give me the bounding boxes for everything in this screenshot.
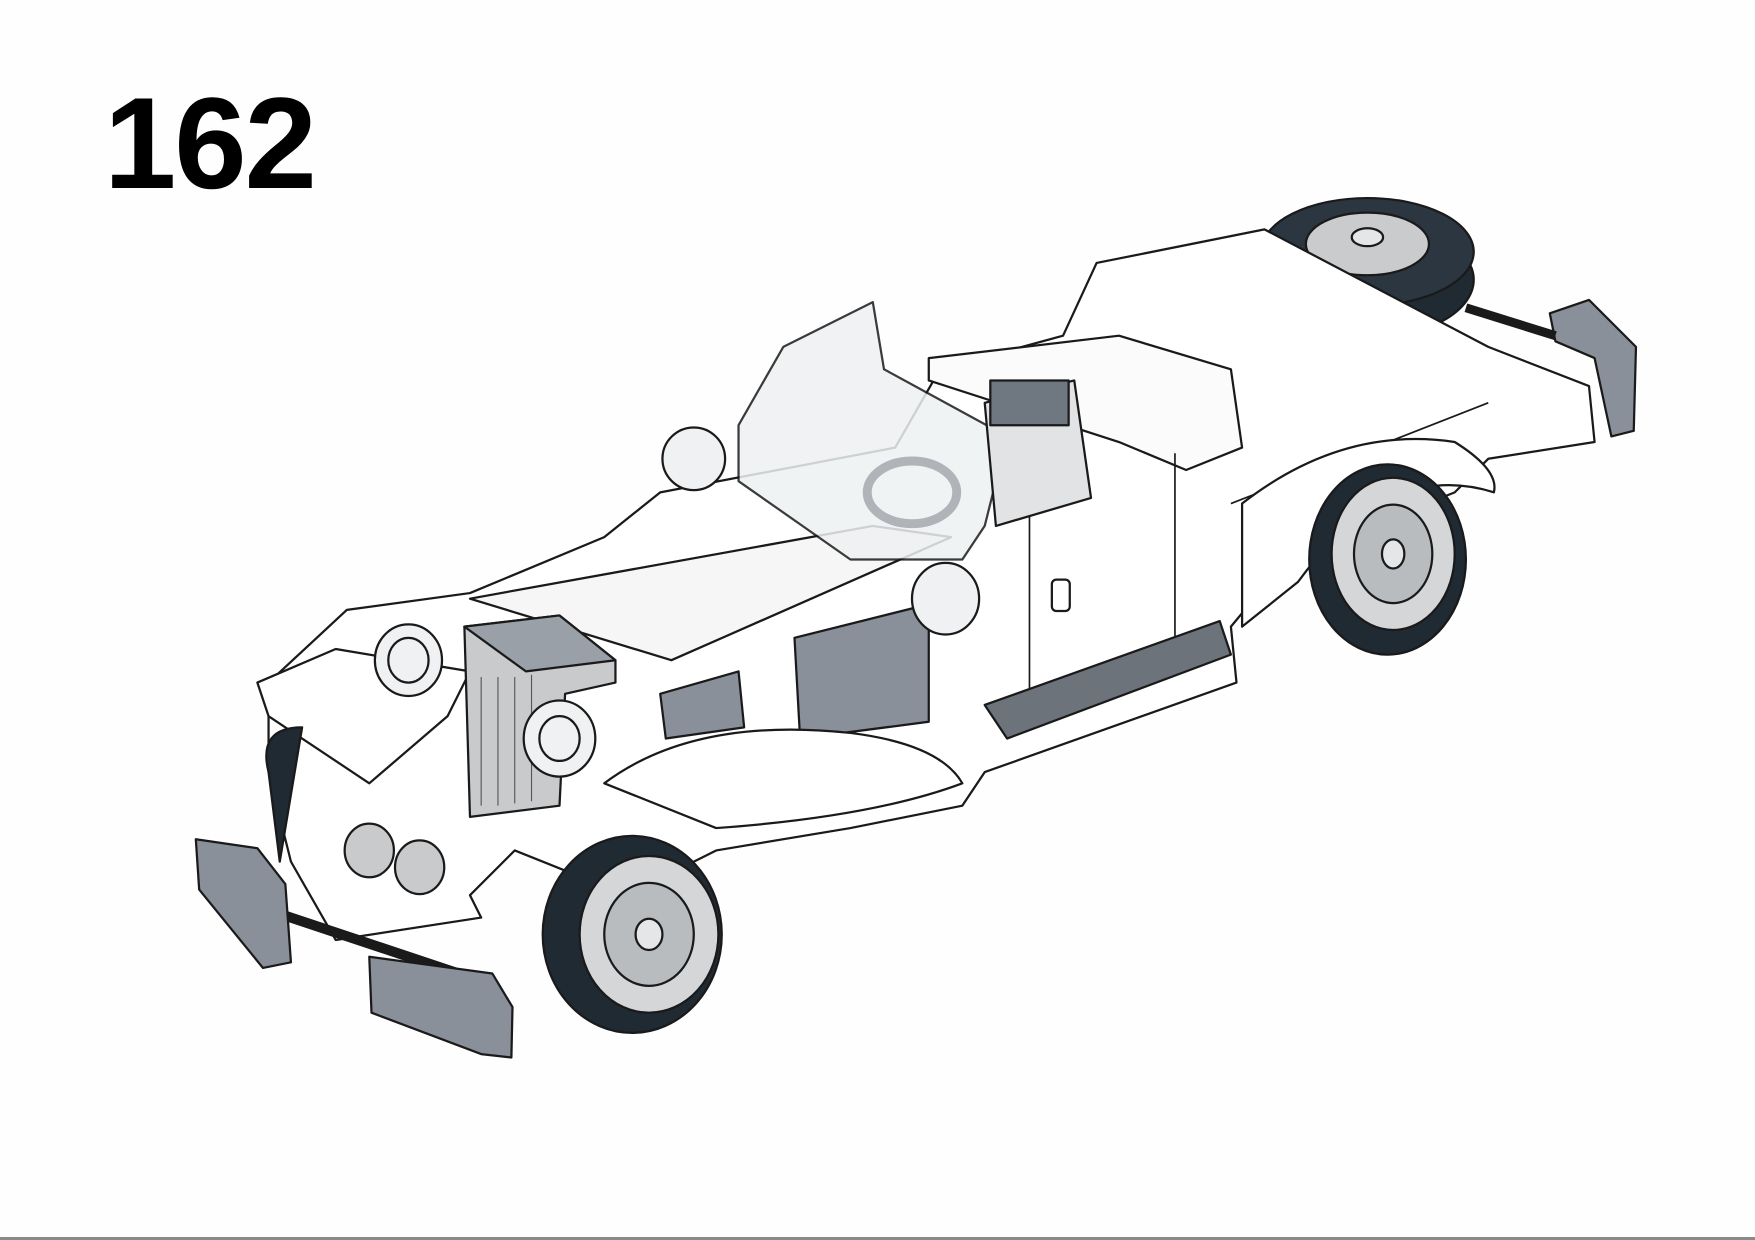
page-bottom-rule xyxy=(0,1237,1755,1240)
headlights xyxy=(343,426,981,896)
front-bumper-right xyxy=(368,955,514,1059)
rear-wheel xyxy=(1308,463,1468,656)
running-board xyxy=(983,619,1233,740)
front-wheel xyxy=(541,834,723,1034)
front-bumper-left xyxy=(194,838,293,970)
step-number: 162 xyxy=(104,70,317,216)
rear-bumper xyxy=(1548,298,1638,438)
